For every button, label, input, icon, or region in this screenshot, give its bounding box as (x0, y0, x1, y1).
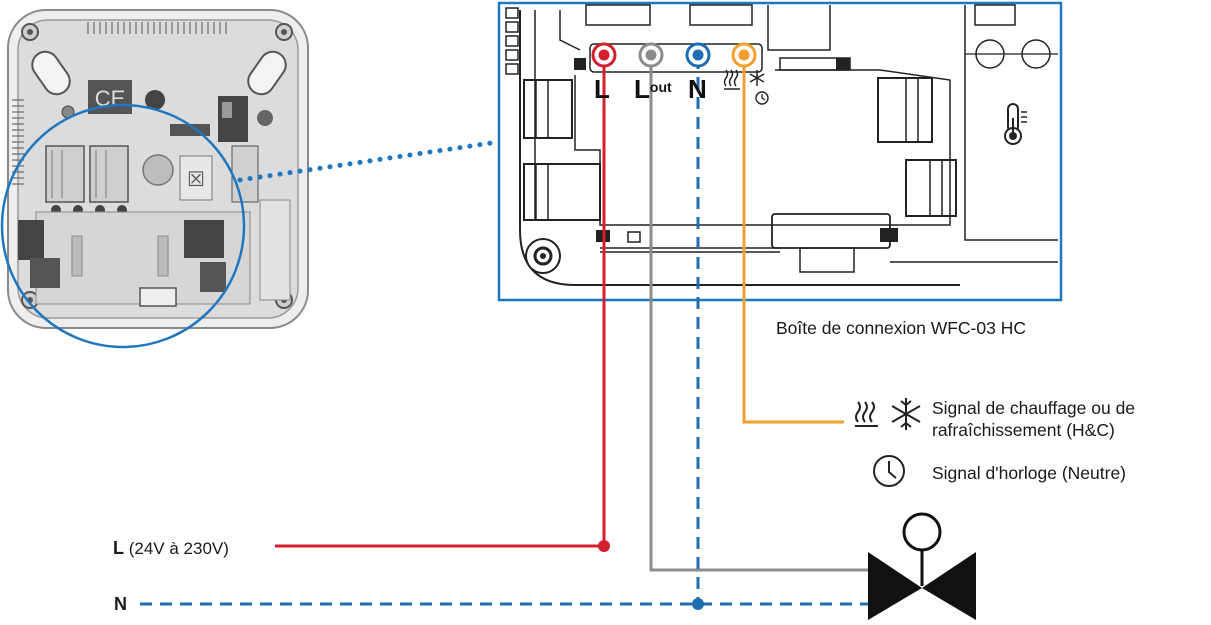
connection-box-illustration (497, 1, 1063, 302)
terminal-l-screw (591, 42, 617, 68)
hc-wire-orange (742, 57, 844, 424)
snowflake-icon (749, 70, 765, 86)
neutral-supply-label: N (114, 594, 127, 614)
hc-signal-line1: Signal de chauffage ou de (932, 398, 1136, 418)
valve-actuator-icon (868, 512, 976, 620)
connection-box-caption: Boîte de connexion WFC-03 HC (776, 318, 1026, 338)
zoom-highlight-circle (0, 103, 246, 349)
lout-wire-gray (649, 57, 868, 572)
hc-signal-legend: Signal de chauffage ou de rafraîchisseme… (932, 397, 1135, 441)
legend-snowflake-icon (891, 398, 921, 430)
legend-clock-icon (873, 455, 905, 487)
svg-text:☒: ☒ (187, 169, 205, 191)
terminal-l-label: L (594, 74, 610, 104)
heating-waves-icon (723, 69, 740, 90)
terminal-n-label: N (688, 74, 707, 104)
zoom-connector-dots (237, 139, 501, 183)
terminal-lout-screw (638, 42, 664, 68)
clock-signal-legend: Signal d'horloge (Neutre) (932, 463, 1127, 483)
legend-heating-waves-icon (855, 401, 878, 427)
live-junction-dot (598, 540, 610, 552)
terminal-lout-label: Lout (634, 74, 672, 104)
thermometer-icon (1004, 103, 1027, 145)
clock-icon (755, 91, 769, 105)
thermostat-backplate-illustration: CE ☒ (0, 9, 309, 349)
terminal-hc-screw (731, 42, 757, 68)
connection-box-frame (497, 1, 1063, 302)
neutral-junction-dot (692, 598, 704, 610)
live-supply-label: L (24V à 230V) (113, 538, 229, 558)
terminal-n-screw (685, 42, 711, 68)
hc-signal-line2: rafraîchissement (H&C) (932, 420, 1115, 440)
